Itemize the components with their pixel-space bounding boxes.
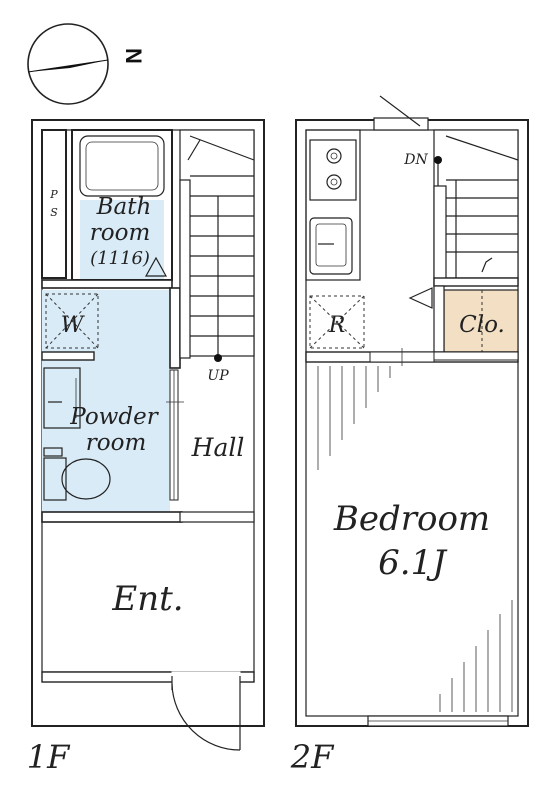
door-swing-icon [171,683,241,751]
compass-circle [27,23,109,105]
compass: N [27,23,146,105]
floor-1-label: 1F [27,738,71,776]
floor-1-plan: P S Bath room (1116) W Powder room [27,119,265,776]
entrance-label: Ent. [111,579,183,619]
washer-space [45,293,99,349]
floor-2-label: 2F [290,738,335,776]
bathtub-icon [79,135,165,197]
toilet-tank [43,457,67,501]
kitchen-sink-icon [309,217,353,275]
hall-label: Hall [191,433,245,462]
bathroom-size-label: (1116) [90,248,150,269]
staircase-2f: DN [403,129,519,309]
stair-down-marker-icon [434,156,442,164]
bathroom-label-line1: Bath [96,194,152,220]
refrigerator-space [309,295,365,349]
toilet-icon [61,458,111,500]
floor-2-plan: R DN Clo. [290,95,529,776]
staircase-1f: UP [179,129,255,384]
ps-label-bottom: S [50,206,58,219]
bedroom-hatch [317,366,513,712]
powder-room-label-line2: room [86,430,147,456]
closet [443,289,519,353]
bedroom-label-line1: Bedroom [333,499,490,539]
stair-up-marker-icon [214,354,222,362]
stair-up-label: UP [207,368,229,384]
bedroom-size-label: 6.1J [378,543,448,583]
kitchen-counter [305,129,361,281]
closet-label: Clo. [459,312,505,338]
washer-label: W [61,313,86,338]
ps-label-top: P [49,188,58,201]
stair-down-label: DN [403,152,428,168]
refrigerator-label: R [328,313,346,338]
ps-shaft [41,129,67,279]
stove-icon [309,139,357,201]
compass-north-label: N [121,48,146,64]
bathroom-label-line2: room [90,220,151,246]
sink-icon [43,367,81,429]
top-window [373,117,429,131]
wet-area-fill [42,290,170,512]
powder-room-label-line1: Powder [69,404,159,430]
